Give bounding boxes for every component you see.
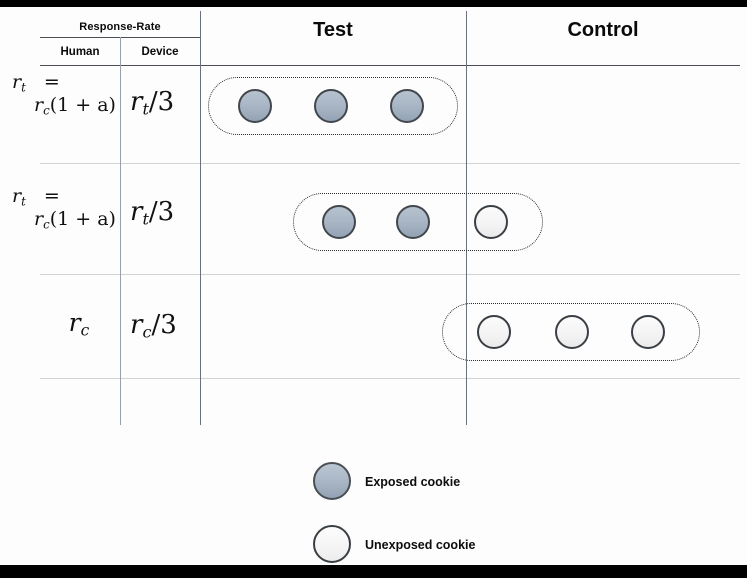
row2-human-formula: rt = rc(1 + a) [12, 185, 116, 232]
header-human: Human [60, 46, 100, 58]
grid-hline-row1-row2 [40, 163, 740, 164]
row1-device-formula: rt/3 [130, 87, 175, 119]
row3-cookie-unexposed-2 [555, 315, 589, 349]
row3-cookie-group-capsule [442, 303, 700, 361]
row2-human-rc: r [34, 208, 44, 231]
grid-vline-human-device [120, 37, 121, 425]
header-test: Test [313, 19, 353, 41]
row2-cookie-unexposed-1 [474, 205, 508, 239]
header-control: Control [567, 19, 639, 41]
row2-cookie-exposed-2 [396, 205, 430, 239]
unexposed-cookie-icon [313, 525, 351, 563]
row2-cookie-exposed-1 [322, 205, 356, 239]
legend-label-unexposed: Unexposed cookie [365, 538, 476, 552]
row2-human-equals: = [43, 185, 60, 207]
row1-human-rc: r [34, 94, 44, 117]
header-device: Device [141, 46, 179, 58]
legend-label-exposed: Exposed cookie [365, 475, 461, 489]
row1-human-formula: rt = rc(1 + a) [12, 71, 116, 118]
grid-hline-row2-row3 [40, 274, 740, 275]
row3-cookie-unexposed-3 [631, 315, 665, 349]
row1-cookie-group-capsule [208, 77, 458, 135]
row3-cookie-unexposed-1 [477, 315, 511, 349]
row2-human-rt: r [12, 185, 22, 207]
row2-human-paren: (1 + a) [49, 208, 116, 231]
row3-device-formula: rc/3 [130, 310, 177, 342]
header-response-rate: Response-Rate [79, 21, 161, 33]
grid-vline-device-test [200, 11, 201, 425]
row1-cookie-exposed-3 [390, 89, 424, 123]
row3-human-formula: rc [68, 308, 90, 340]
row1-human-rt: r [12, 71, 22, 93]
figure-canvas: Response-Rate Human Device Test Control … [0, 7, 747, 565]
row1-human-equals: = [43, 71, 60, 93]
grid-hline-header-underline [40, 65, 740, 66]
grid-hline-row3-row4 [40, 378, 740, 379]
row2-cookie-group-capsule [293, 193, 543, 251]
row2-device-formula: rt/3 [130, 197, 175, 229]
row1-human-paren: (1 + a) [49, 94, 116, 117]
exposed-cookie-icon [313, 462, 351, 500]
row1-cookie-exposed-1 [238, 89, 272, 123]
row1-cookie-exposed-2 [314, 89, 348, 123]
